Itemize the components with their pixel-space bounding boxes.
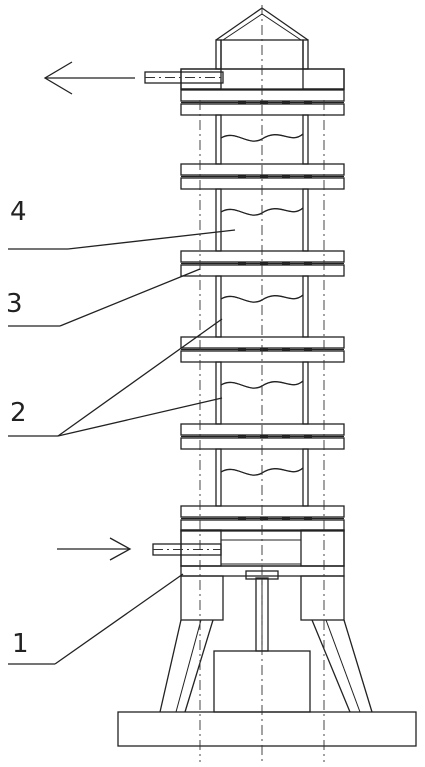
tube-wall-left-2 (215, 275, 222, 338)
flange-lower-5 (180, 519, 345, 532)
support-legs (159, 619, 373, 713)
flange-upper-1 (180, 163, 345, 176)
base-plate (117, 711, 417, 747)
tube-wall-left-0 (215, 114, 222, 165)
outlet-pipe (144, 71, 224, 84)
label-part-2: 2 (10, 398, 27, 428)
bed-surface-2 (220, 294, 304, 303)
flange-upper-4 (180, 423, 345, 436)
leader-lines (8, 229, 236, 665)
flange-lower-4 (180, 437, 345, 450)
outlet-arrow (43, 61, 135, 95)
flange-upper-3 (180, 336, 345, 349)
flange-lower-1 (180, 177, 345, 190)
tube-wall-left-4 (215, 448, 222, 507)
column-sections (180, 89, 345, 532)
label-part-4: 4 (10, 197, 27, 227)
flange-lower-2 (180, 264, 345, 277)
flange-lower-0 (180, 103, 345, 116)
tube-wall-right-1 (302, 188, 309, 252)
right-pillar (300, 575, 345, 621)
tube-wall-right-0 (302, 114, 309, 165)
label-part-3: 3 (6, 289, 23, 319)
tube-wall-right-4 (302, 448, 309, 507)
left-pillar (180, 575, 224, 621)
bottom-section (180, 529, 345, 567)
tube-wall-right-2 (302, 275, 309, 338)
top-section (180, 7, 345, 90)
inlet-pipe (152, 543, 222, 556)
tube-bore-4 (220, 448, 304, 507)
tube-wall-right-3 (302, 361, 309, 425)
label-part-1: 1 (12, 629, 29, 659)
flange-upper-5 (180, 505, 345, 518)
flange-upper-2 (180, 250, 345, 263)
tube-wall-left-3 (215, 361, 222, 425)
flange-upper-0 (180, 89, 345, 102)
flange-lower-3 (180, 350, 345, 363)
tube-wall-left-1 (215, 188, 222, 252)
inlet-arrow (57, 537, 132, 561)
